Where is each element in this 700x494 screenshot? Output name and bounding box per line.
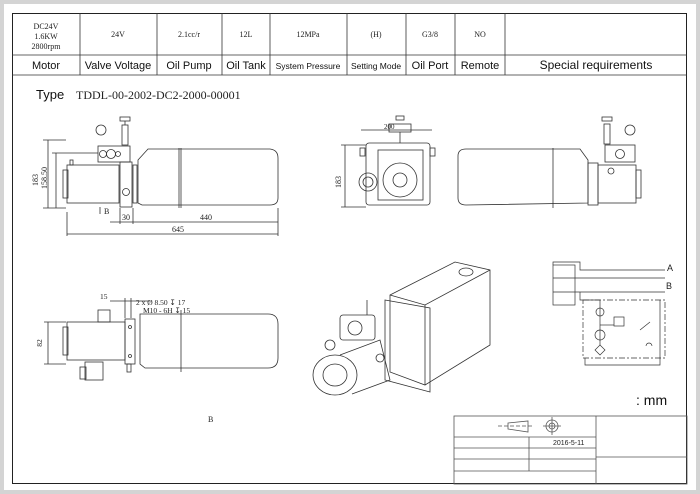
units-label: : mm [636, 392, 667, 408]
label-special-requirements: Special requirements [540, 58, 653, 72]
section-label-b: B [208, 415, 213, 424]
type-label: Type [36, 87, 64, 102]
oil-port-value: G3/8 [422, 30, 438, 39]
drawing-frame [12, 13, 687, 484]
dim-end-height: 183 [334, 176, 343, 188]
dim-front-height: 183 [31, 174, 40, 186]
label-remote: Remote [461, 60, 500, 72]
title-block-date: 2016-5-11 [553, 440, 585, 447]
end-view-drawing [341, 115, 436, 208]
dim-15: 15 [100, 292, 108, 301]
label-setting-mode: Setting Mode [351, 61, 401, 71]
dim-440: 440 [200, 213, 212, 222]
dim-82: 82 [35, 339, 44, 347]
hydraulic-schematic [552, 261, 666, 366]
motor-speed: 2800rpm [32, 42, 62, 51]
port-a-label: A [667, 263, 673, 273]
label-oil-port: Oil Port [412, 60, 449, 72]
type-code: TDDL-00-2002-DC2-2000-00001 [76, 88, 241, 102]
label-system-pressure: System Pressure [276, 61, 341, 71]
label-oil-tank: Oil Tank [226, 60, 266, 72]
dim-30: 30 [122, 213, 130, 222]
spec-table [12, 13, 687, 76]
title-block [453, 415, 688, 485]
rear-view-drawing [457, 116, 642, 208]
setting-mode-value: (H) [370, 30, 381, 39]
dim-645: 645 [172, 225, 184, 234]
section-mark-b: B [104, 207, 109, 216]
label-valve-voltage: Valve Voltage [85, 60, 151, 72]
top-view-drawing [44, 298, 279, 381]
label-oil-pump: Oil Pump [166, 60, 211, 72]
isometric-view-drawing [312, 261, 491, 396]
system-pressure-value: 12MPa [296, 30, 320, 39]
dim-end-width: 200 [384, 123, 395, 131]
label-motor: Motor [32, 60, 60, 72]
dim-front-port-height: 158.50 [40, 167, 49, 189]
valve-voltage-value: 24V [111, 30, 125, 39]
front-view-drawing [43, 116, 279, 236]
remote-value: NO [474, 30, 486, 39]
oil-pump-value: 2.1cc/r [178, 30, 200, 39]
motor-power: 1.6KW [34, 32, 58, 41]
oil-tank-value: 12L [240, 30, 253, 39]
thread-note: M10 - 6H ↧ 15 [143, 306, 190, 315]
port-b-label: B [666, 281, 672, 291]
hole-note: 2 x Ø 8.50 ↧ 17 [136, 298, 185, 307]
motor-voltage: DC24V [34, 22, 59, 31]
